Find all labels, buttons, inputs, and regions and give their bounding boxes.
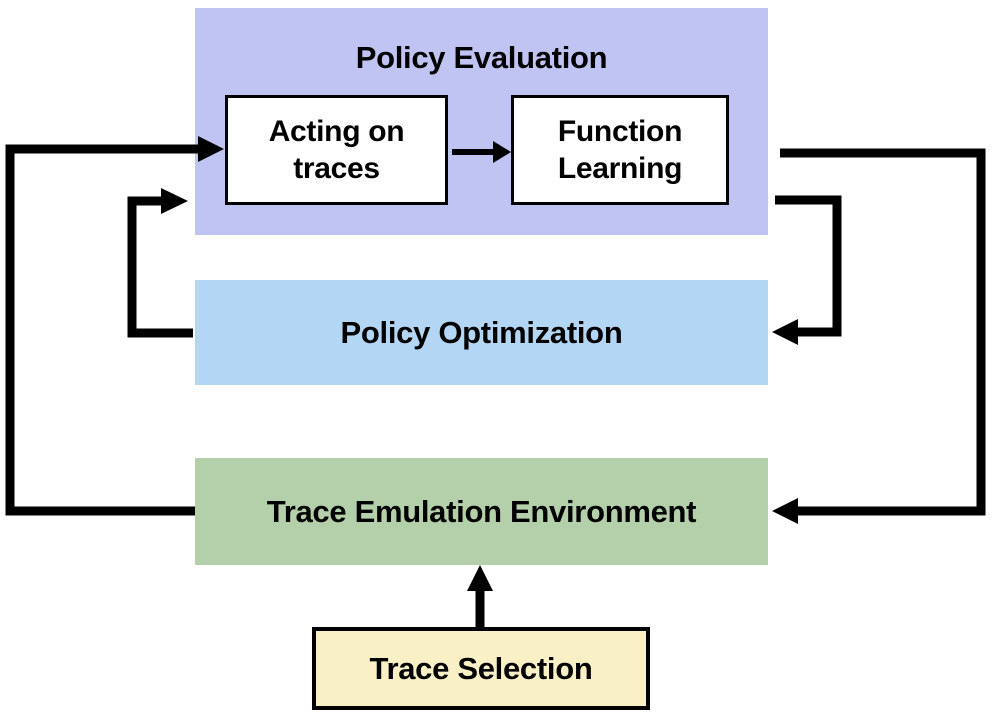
- function-learning-label: Function Learning: [557, 114, 683, 186]
- trace-selection-node: Trace Selection: [312, 627, 650, 710]
- trace-selection-label: Trace Selection: [369, 650, 593, 686]
- trace-emulation-environment-label: Trace Emulation Environment: [266, 493, 697, 529]
- acting-on-traces-label: Acting on traces: [268, 114, 405, 186]
- arrow-trace-selection-to-trace-emulation: [467, 565, 493, 627]
- acting-on-traces-node: Acting on traces: [225, 95, 448, 205]
- policy-evaluation-label: Policy Evaluation: [355, 40, 608, 75]
- arrow-policy-evaluation-to-trace-emulation: [772, 148, 986, 524]
- trace-emulation-environment-group: Trace Emulation Environment: [195, 458, 768, 565]
- policy-optimization-label: Policy Optimization: [340, 314, 623, 350]
- policy-optimization-group: Policy Optimization: [195, 280, 768, 385]
- arrow-policy-optimization-to-policy-evaluation: [127, 188, 193, 338]
- function-learning-node: Function Learning: [511, 95, 729, 205]
- arrow-trace-emulation-to-acting-on-traces: [5, 136, 224, 516]
- arrow-policy-evaluation-to-policy-optimization: [772, 195, 842, 345]
